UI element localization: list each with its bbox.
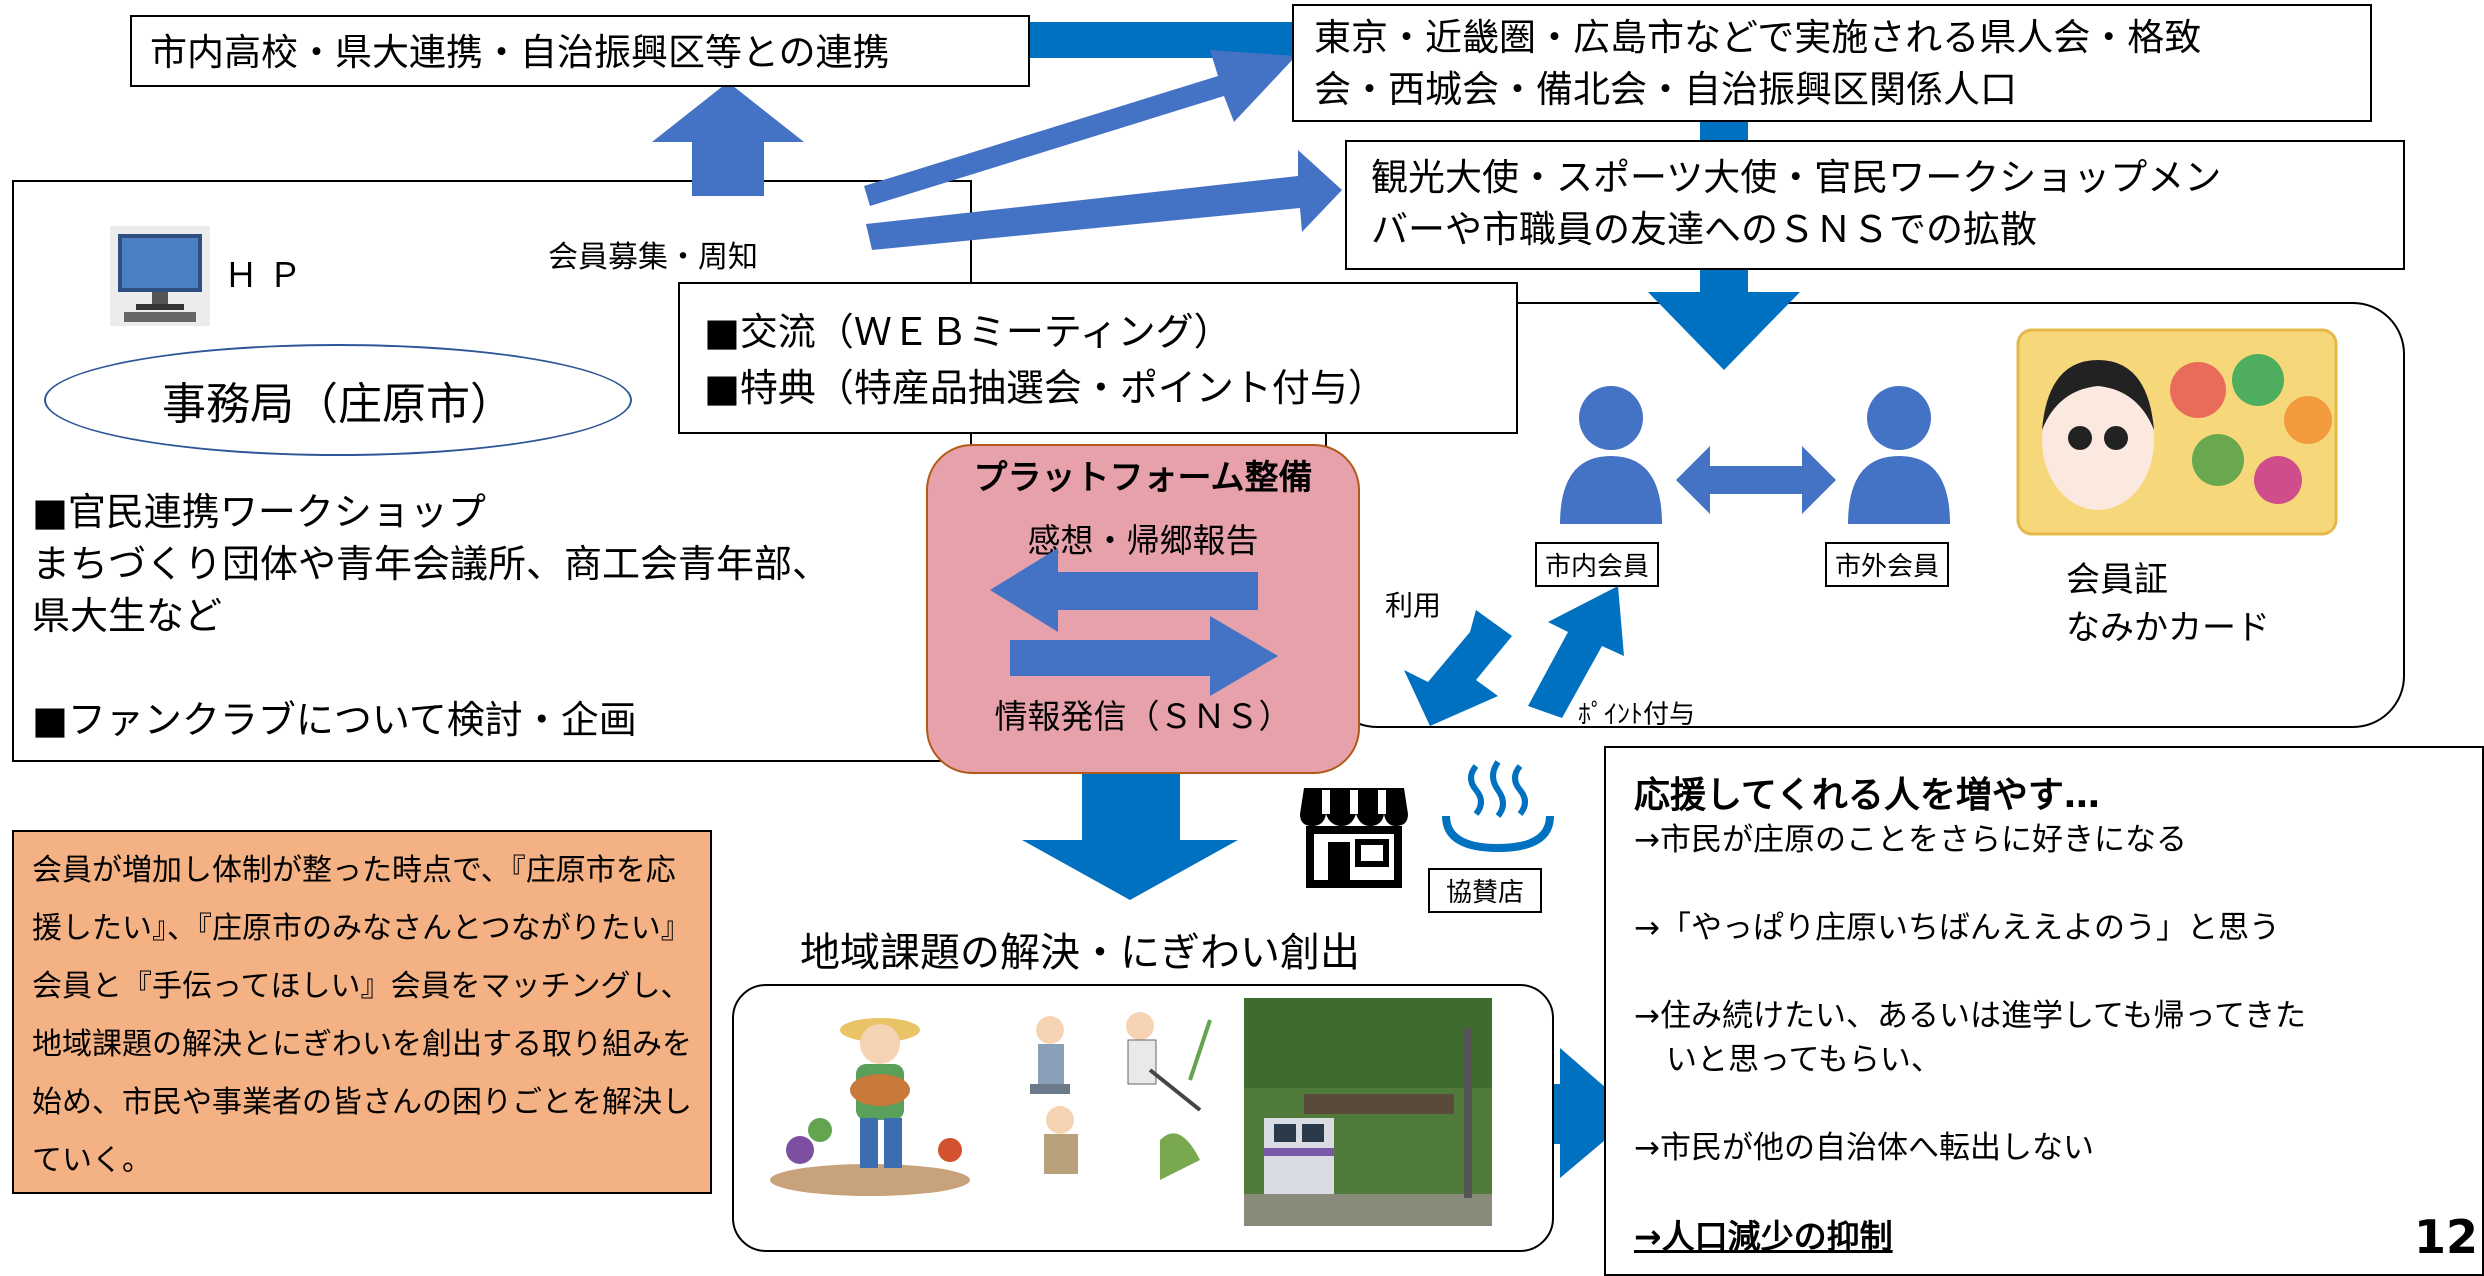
- association-line-1: 東京・近畿圏・広島市などで実施される県人会・格致: [1314, 16, 2202, 59]
- ambassador-line-2: バーや市職員の友達へのＳＮＳでの拡散: [1371, 208, 2037, 251]
- collaboration-text: 市内高校・県大連携・自治振興区等との連携: [150, 31, 890, 74]
- member-card-image: [2016, 328, 2338, 536]
- workshop-members-line-2: 県大生など: [32, 594, 223, 638]
- right-connector-bar: [1700, 118, 1748, 144]
- association-line-2: 会・西城会・備北会・自治振興区関係人口: [1314, 68, 2017, 111]
- support-item-love-shobara: →市民が庄原のことをさらに好きになる: [1634, 822, 2187, 858]
- solution-title: 地域課題の解決・にぎわい創出: [800, 930, 1360, 976]
- top-connector-bar: [1028, 22, 1294, 58]
- two-way-arrow-members: [1676, 446, 1836, 514]
- use-arrow: [1404, 610, 1512, 726]
- exchange-web-meeting: ■交流（ＷＥＢミーティング）: [704, 310, 1232, 354]
- workers-illustration: [1030, 1012, 1212, 1180]
- support-box: 応援してくれる人を増やす… →市民が庄原のことをさらに好きになる →「やっぱり庄…: [1604, 746, 2484, 1276]
- point-grant-label: ﾎﾟｲﾝﾄ付与: [1578, 700, 1696, 730]
- diagonal-arrow-upper: [864, 50, 1296, 206]
- platform-sns-label: 情報発信（ＳＮＳ）: [994, 697, 1292, 736]
- workshop-members-line: まちづくり団体や青年会議所、商工会青年部、: [32, 542, 831, 586]
- office-label: 事務局（庄原市）: [162, 379, 514, 430]
- train-photo: [1244, 998, 1492, 1226]
- diagonal-arrow-lower: [866, 150, 1342, 250]
- computer-icon: [110, 226, 210, 326]
- right-arrow-support: [1516, 1048, 1636, 1178]
- point-arrow: [1528, 586, 1624, 718]
- support-item-no-move-out: →市民が他の自治体へ転出しない: [1634, 1130, 2094, 1166]
- person-icon: [1560, 386, 1662, 524]
- farmer-illustration: [770, 1018, 970, 1196]
- ambassador-line-1: 観光大使・スポーツ大使・官民ワークショップメン: [1371, 156, 2222, 199]
- matching-note-text: 会員が増加し体制が整った時点で、『庄原市を応援したい』、『庄原市のみなさんとつな…: [32, 853, 692, 1178]
- use-label: 利用: [1385, 589, 1442, 622]
- support-conclusion: →人口減少の抑制: [1634, 1217, 1893, 1256]
- exchange-benefits: ■特典（特産品抽選会・ポイント付与）: [704, 366, 1386, 410]
- inside-member-label: 市内会員: [1535, 542, 1660, 587]
- hot-spring-icon: [1442, 760, 1554, 853]
- shop-icon: [1300, 788, 1408, 888]
- fanclub-planning: ■ファンクラブについて検討・企画: [32, 698, 637, 742]
- support-item-best-place: →「やっぱり庄原いちばんええよのう」と思う: [1634, 910, 2280, 946]
- up-arrow-top-left: [652, 82, 804, 196]
- support-item-stay-or-return: →住み続けたい、あるいは進学しても帰ってきた: [1634, 998, 2307, 1034]
- hp-label: ＨＰ: [224, 256, 312, 296]
- sponsor-shop-label: 協賛店: [1428, 868, 1543, 913]
- card-caption-line-2: なみかカード: [2066, 608, 2270, 648]
- exchange-box: ■交流（ＷＥＢミーティング） ■特典（特産品抽選会・ポイント付与）: [678, 282, 1518, 434]
- down-arrow-members: [1648, 270, 1800, 370]
- member-recruit-label: 会員募集・周知: [548, 240, 758, 275]
- platform-feedback-label: 感想・帰郷報告: [1027, 521, 1259, 560]
- support-item-stay-or-return-cont: いと思ってもらい、: [1666, 1042, 1942, 1078]
- prefecture-association-box: 東京・近畿圏・広島市などで実施される県人会・格致 会・西城会・備北会・自治振興区…: [1292, 4, 2372, 122]
- down-arrow-solution: [1022, 772, 1238, 900]
- page-number: 12: [2414, 1210, 2479, 1264]
- ambassador-box: 観光大使・スポーツ大使・官民ワークショップメン バーや市職員の友達へのＳＮＳでの…: [1345, 140, 2405, 270]
- workshop-text: ■官民連携ワークショップ まちづくり団体や青年会議所、商工会青年部、 県大生など…: [32, 486, 932, 746]
- outside-member-label: 市外会員: [1825, 542, 1950, 587]
- person-icon: [1848, 386, 1950, 524]
- member-card-caption: 会員証 なみかカード: [2066, 556, 2270, 652]
- office-ellipse: 事務局（庄原市）: [44, 344, 632, 456]
- workshop-heading: ■官民連携ワークショップ: [32, 490, 486, 534]
- collaboration-box: 市内高校・県大連携・自治振興区等との連携: [130, 15, 1030, 87]
- platform-title: プラットフォーム整備: [973, 458, 1313, 498]
- matching-note-box: 会員が増加し体制が整った時点で、『庄原市を応援したい』、『庄原市のみなさんとつな…: [12, 830, 712, 1194]
- card-caption-line-1: 会員証: [2066, 560, 2168, 600]
- support-title: 応援してくれる人を増やす…: [1634, 775, 2100, 816]
